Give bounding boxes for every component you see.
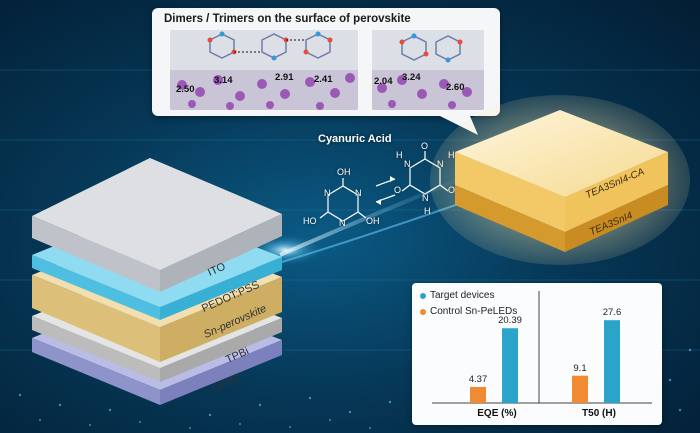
legend-target: Target devices <box>420 290 494 301</box>
category-label-t50: T50 (H) <box>582 408 616 419</box>
distance-label: 2.04 <box>374 76 393 87</box>
trimer-structure-image <box>372 30 484 110</box>
atom-label: N <box>404 159 411 169</box>
atom-label: N <box>355 188 362 198</box>
legend-control: Control Sn-PeLEDs <box>420 306 517 317</box>
legend-swatch-control <box>420 308 426 315</box>
atom-label: N <box>437 159 444 169</box>
dimer-structure-image <box>170 30 358 110</box>
bar-value-label: 9.1 <box>573 362 587 374</box>
atom-label: H <box>448 150 455 160</box>
atom-label: O <box>421 141 429 151</box>
legend-swatch-target <box>420 292 426 299</box>
distance-label: 2.41 <box>314 74 333 85</box>
atom-label: OH <box>366 216 380 226</box>
callout-panel: Dimers / Trimers on the surface of perov… <box>152 8 500 116</box>
distance-label: 2.91 <box>275 72 294 83</box>
bar-value-label: 27.6 <box>602 307 622 319</box>
atom-label: OH <box>337 167 351 177</box>
bar-value-label: 4.37 <box>468 373 488 385</box>
distance-label: 2.50 <box>176 84 195 95</box>
legend-label-control: Control Sn-PeLEDs <box>430 306 518 317</box>
distance-label: 3.24 <box>402 72 421 83</box>
bar-control <box>470 386 486 403</box>
molecule-name: Cyanuric Acid <box>318 133 392 145</box>
category-label-eqe: EQE (%) <box>477 408 517 419</box>
atom-label: HO <box>303 216 317 226</box>
legend-label-target: Target devices <box>430 290 495 301</box>
distance-label: 2.60 <box>446 82 465 93</box>
bar-target <box>502 328 518 403</box>
atom-label: N <box>324 188 331 198</box>
bar-control <box>572 375 588 403</box>
distance-label: 3.14 <box>214 75 233 86</box>
bar-value-label: 20.39 <box>498 315 522 327</box>
callout-title: Dimers / Trimers on the surface of perov… <box>164 13 411 25</box>
atom-label: H <box>424 206 431 216</box>
trimer-structure-drawing <box>372 33 484 110</box>
atom-label: O <box>394 185 402 195</box>
atom-label: H <box>396 150 403 160</box>
dimer-structure-drawing <box>170 31 358 110</box>
atom-label: O <box>448 185 456 195</box>
chart-plot-area <box>432 291 652 404</box>
atom-label: N <box>422 193 429 203</box>
bar-target <box>604 320 620 403</box>
atom-label: N <box>339 218 346 228</box>
performance-chart: Target devices Control Sn-PeLEDs EQE (%)… <box>412 283 662 425</box>
